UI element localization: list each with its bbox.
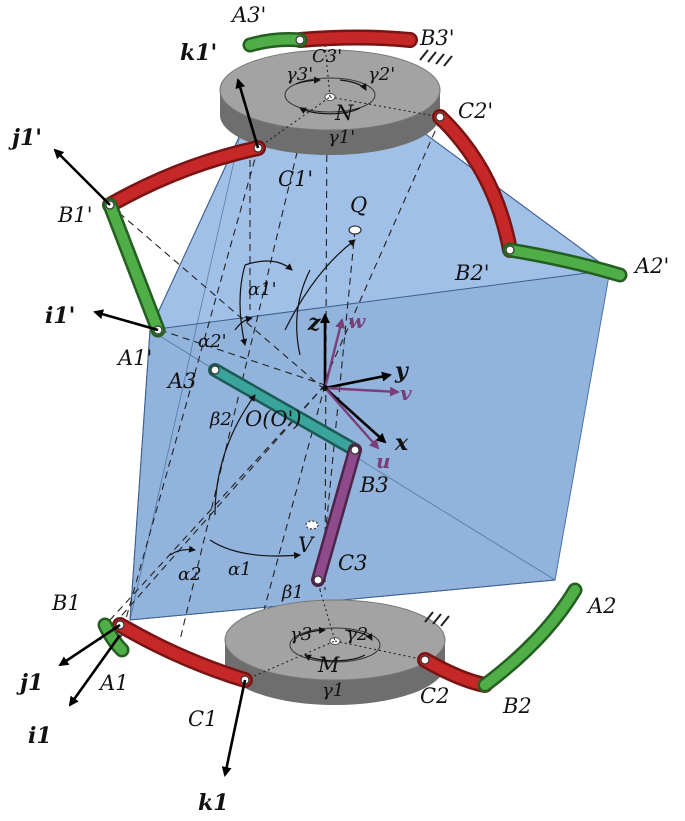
origin-marker xyxy=(322,385,328,391)
label-B3: B3 xyxy=(359,473,389,497)
hatch-ground-icon xyxy=(419,49,453,627)
label-A1p: A1' xyxy=(116,346,152,370)
labels: A3' B3' C3' k1' γ3' γ2' N γ1' C2' j1' C1… xyxy=(8,3,669,816)
label-C2: C2 xyxy=(420,684,449,708)
label-M: M xyxy=(317,653,340,677)
label-y: y xyxy=(394,358,410,384)
label-z: z xyxy=(307,310,321,336)
label-C3p: C3' xyxy=(312,46,342,67)
label-i1p: i1' xyxy=(45,303,75,329)
label-j1p: j1' xyxy=(8,125,42,151)
label-B3p: B3' xyxy=(419,26,455,50)
label-g1p: γ1' xyxy=(328,127,355,148)
label-alpha1p: α1' xyxy=(248,279,277,300)
label-g2: γ2 xyxy=(346,624,368,645)
label-u: u xyxy=(376,449,391,473)
label-alpha1: α1 xyxy=(228,559,252,580)
label-g2p: γ2' xyxy=(368,64,395,85)
label-B1: B1 xyxy=(51,591,81,615)
label-w: w xyxy=(348,309,366,333)
label-alpha2: α2 xyxy=(178,564,202,585)
label-k1p: k1' xyxy=(180,40,217,66)
label-g3: γ3 xyxy=(290,624,312,645)
label-Q: Q xyxy=(350,193,367,217)
label-A2p: A2' xyxy=(633,254,669,278)
label-C1p: C1' xyxy=(278,167,313,191)
label-C2p: C2' xyxy=(458,99,493,123)
moving-links xyxy=(208,363,362,587)
label-A1: A1 xyxy=(98,671,129,695)
label-beta2: β2 xyxy=(209,409,232,430)
label-alpha2p: α2' xyxy=(198,331,227,352)
label-O: O(O') xyxy=(245,407,302,431)
label-g3p: γ3' xyxy=(286,64,313,85)
label-A3p: A3' xyxy=(230,3,266,27)
label-B1p: B1' xyxy=(57,203,93,227)
label-x: x xyxy=(394,430,409,456)
fixed-frame-arrows xyxy=(53,78,392,777)
workspace-volume xyxy=(129,129,611,621)
moving-frame-arrows xyxy=(323,318,400,450)
label-A3: A3 xyxy=(166,369,197,393)
label-N: N xyxy=(334,101,354,125)
label-g1: γ1 xyxy=(322,680,344,701)
top-platform xyxy=(219,44,441,155)
label-C1: C1 xyxy=(188,707,217,731)
label-j1: j1 xyxy=(16,670,43,696)
label-B2: B2 xyxy=(502,694,532,718)
angle-arcs xyxy=(169,76,373,662)
label-A2: A2 xyxy=(586,594,617,618)
label-k1: k1 xyxy=(198,790,229,816)
green-links xyxy=(97,32,628,693)
bottom-platform xyxy=(224,589,446,705)
label-B2p: B2' xyxy=(454,261,490,285)
label-V: V xyxy=(298,533,315,557)
label-beta1: β1 xyxy=(281,582,304,603)
label-C3: C3 xyxy=(338,551,367,575)
label-v: v xyxy=(400,381,412,405)
label-i1: i1 xyxy=(28,723,52,749)
